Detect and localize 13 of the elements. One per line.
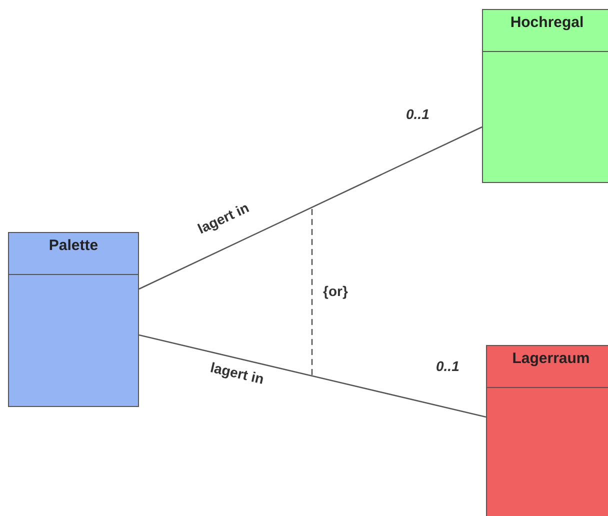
class-box [482,9,608,183]
class-box [8,232,139,407]
association-line [138,126,482,290]
class-name: Palette [48,237,98,254]
association-line [138,334,486,418]
class-name: Hochregal [510,14,584,31]
class-box [486,345,608,516]
edge-label: lagert in [208,359,266,387]
class-name: Lagerraum [512,350,590,367]
constraint-label: {or} [323,283,348,299]
multiplicity-label: 0..1 [406,106,430,122]
multiplicity-label: 0..1 [436,358,460,374]
edge-label: lagert in [195,199,252,237]
